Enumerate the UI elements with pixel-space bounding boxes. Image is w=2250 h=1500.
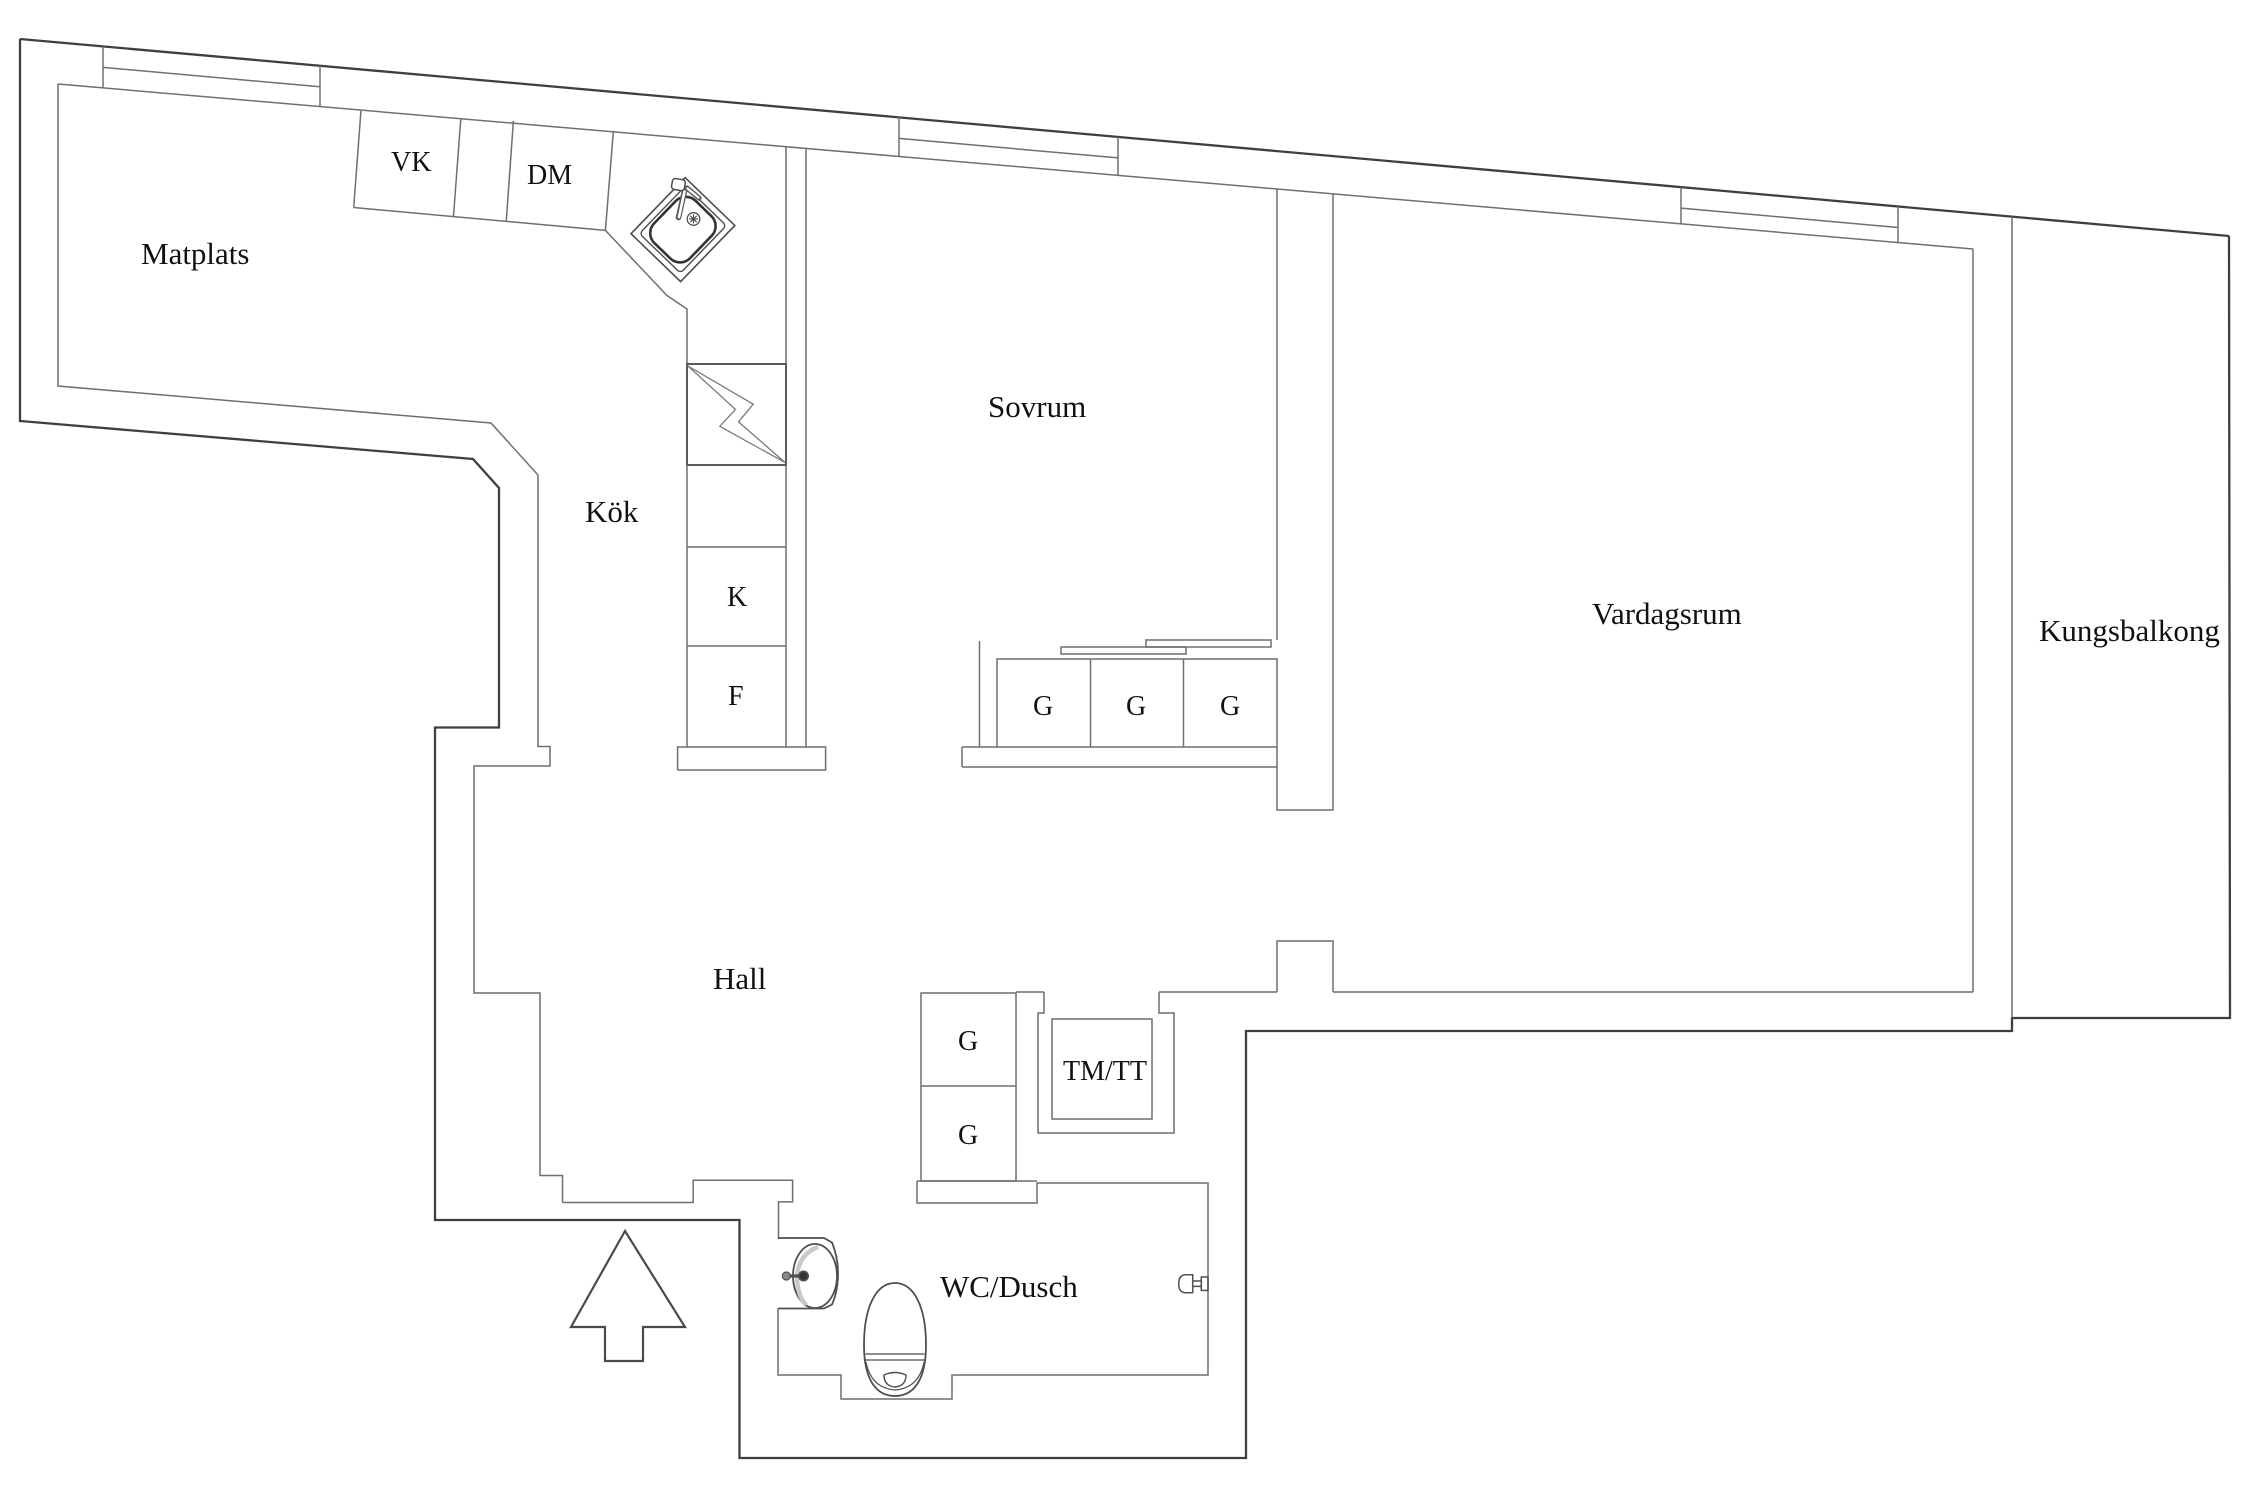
svg-text:G: G xyxy=(1033,691,1053,722)
svg-text:TM/TT: TM/TT xyxy=(1063,1056,1147,1087)
svg-text:Kungsbalkong: Kungsbalkong xyxy=(2039,613,2220,648)
svg-text:K: K xyxy=(727,582,747,613)
svg-text:VK: VK xyxy=(391,147,431,178)
svg-text:DM: DM xyxy=(527,160,572,191)
svg-text:G: G xyxy=(958,1026,978,1057)
svg-text:G: G xyxy=(958,1120,978,1151)
svg-text:Sovrum: Sovrum xyxy=(988,389,1086,424)
svg-text:Kök: Kök xyxy=(585,494,639,529)
svg-text:F: F xyxy=(728,681,744,712)
svg-text:Matplats: Matplats xyxy=(141,236,250,271)
svg-text:G: G xyxy=(1126,691,1146,722)
svg-text:G: G xyxy=(1220,691,1240,722)
svg-text:Vardagsrum: Vardagsrum xyxy=(1592,596,1742,631)
svg-text:Hall: Hall xyxy=(713,961,766,996)
svg-text:WC/Dusch: WC/Dusch xyxy=(940,1269,1078,1304)
